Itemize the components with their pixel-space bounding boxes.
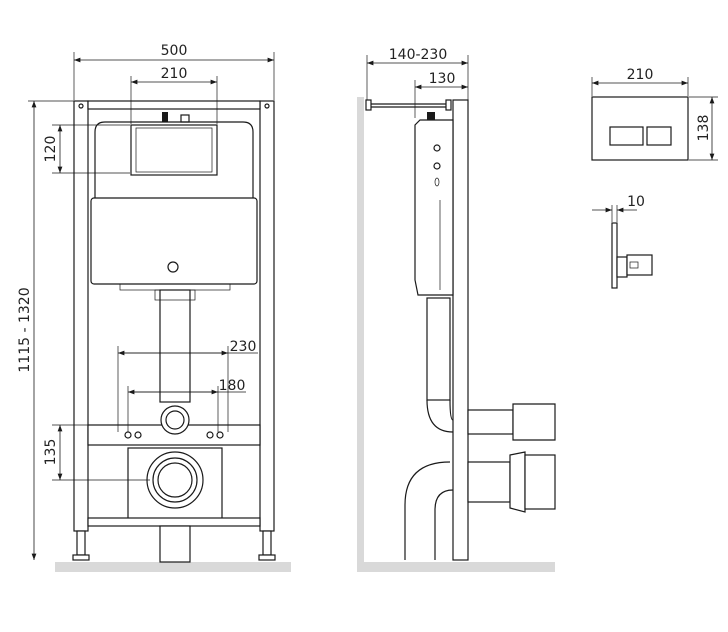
dim-stud-180: 180 [219,378,246,394]
dim-width-500: 500 [161,43,188,59]
flush-mechanism [626,254,653,276]
flush-pipe-side [426,297,451,401]
cistern-screw-icon [167,261,179,273]
flush-plate-side [611,222,618,289]
frame-side [452,99,469,561]
drain-bend [404,461,451,560]
foot-left [76,530,86,556]
dim-plate-height-138: 138 [696,115,712,142]
frame-bottom-rail [87,517,261,527]
floor [55,562,291,572]
flush-pipe [159,289,191,403]
foot-right [262,530,272,556]
dim-plate-thickness-10: 10 [627,194,645,210]
flush-plate-view: 210 138 10 [591,67,718,289]
dim-flush-width-210: 210 [161,66,188,82]
dim-frame-depth-130: 130 [429,71,456,87]
cistern-body [90,197,258,285]
dim-plate-width-210: 210 [627,67,654,83]
frame-top-rail [87,100,261,110]
cistern-side [414,119,454,296]
frame-post-left [73,100,89,532]
flush-button-small [646,126,672,146]
frame-post-right [259,100,275,532]
dim-stud-230: 230 [230,339,257,355]
outlet-pipe [146,451,204,509]
dim-outlet-135: 135 [43,439,59,466]
flush-button-large [609,126,644,146]
dim-flush-height-120: 120 [43,136,59,163]
flush-opening [130,124,218,176]
front-view: 500 210 120 1115 - 1320 230 180 135 [17,43,291,572]
wall [357,97,364,572]
dim-depth-range: 140-230 [389,47,448,63]
inlet-connector [512,403,556,441]
outlet-connector [524,454,556,510]
floor-side [357,562,555,572]
side-view: 140-230 130 [357,47,556,572]
dim-height-range: 1115 - 1320 [17,287,33,372]
